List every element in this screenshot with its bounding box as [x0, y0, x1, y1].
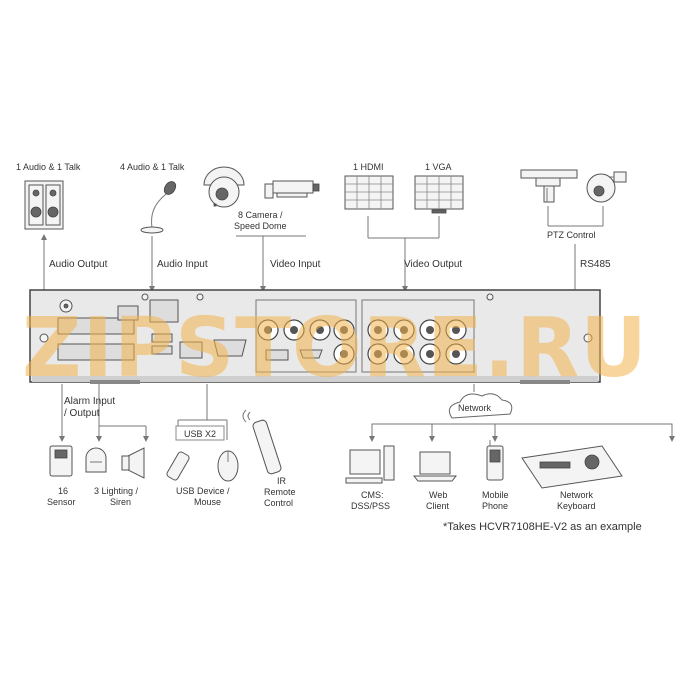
sensor-label-line1: 16	[58, 486, 68, 496]
lighting-label-line2: Siren	[110, 497, 131, 507]
lighting-label-line1: 3 Lighting /	[94, 486, 139, 496]
audio-talk-4-label: 4 Audio & 1 Talk	[120, 162, 185, 172]
vga-monitor-icon	[414, 175, 464, 214]
bnc-pin	[400, 326, 408, 334]
sensor-icon	[49, 445, 73, 477]
sensor-label-line2: Sensor	[47, 497, 76, 507]
bnc-pin	[316, 326, 324, 334]
hdmi-label: 1 HDMI	[353, 162, 384, 172]
bnc-pin	[400, 350, 408, 358]
mobile-label-line1: Mobile	[482, 490, 509, 500]
alarm-terminal-block	[57, 317, 135, 361]
usb-x2-label: USB X2	[184, 429, 216, 439]
keyboard-label-line2: Keyboard	[557, 501, 596, 511]
usb-device-label-line2: Mouse	[194, 497, 221, 507]
usb-device-label-line1: USB Device /	[176, 486, 230, 496]
bnc-pin	[452, 326, 460, 334]
bnc-pin	[374, 350, 382, 358]
cms-label-line1: CMS:	[361, 490, 384, 500]
mobile-label-line2: Phone	[482, 501, 508, 511]
speed-dome-icon	[203, 166, 245, 208]
bnc-pin	[340, 326, 348, 334]
network-cloud-icon	[448, 393, 513, 419]
pc-icon	[345, 445, 395, 484]
mouse-icon	[217, 450, 239, 482]
rj45-port	[149, 299, 203, 359]
lighting-icon	[85, 447, 107, 473]
microphone-icon	[140, 181, 177, 234]
vga-port	[213, 339, 247, 357]
bnc-pin	[374, 326, 382, 334]
vga-label: 1 VGA	[425, 162, 452, 172]
audio-output-label: Audio Output	[49, 259, 108, 270]
hdmi-port	[265, 349, 323, 361]
video-output-label: Video Output	[404, 259, 462, 270]
usb-port	[151, 333, 173, 355]
network-label: Network	[458, 403, 492, 413]
cms-label-line2: DSS/PSS	[351, 501, 390, 511]
speaker-icon	[24, 180, 64, 230]
bnc-pin	[264, 326, 272, 334]
alarm-label-line2: / Output	[64, 408, 100, 419]
bnc-pin	[426, 350, 434, 358]
hdmi-monitor-icon	[344, 175, 394, 210]
bnc-pin	[452, 350, 460, 358]
siren-icon	[121, 447, 145, 479]
keyboard-label-line1: Network	[560, 490, 594, 500]
laptop-icon	[412, 451, 458, 482]
box-camera-icon	[264, 180, 320, 199]
ir-label-line3: Control	[264, 498, 293, 508]
camera-label-line2: Speed Dome	[234, 221, 287, 231]
audio-terminal-block	[117, 305, 139, 321]
camera-label-line1: 8 Camera /	[238, 210, 283, 220]
audio-talk-1-label: 1 Audio & 1 Talk	[16, 162, 81, 172]
ptz-dome-icon	[586, 171, 627, 203]
mobile-phone-icon	[486, 440, 504, 481]
usb-stick-icon	[166, 451, 190, 481]
bnc-pin	[426, 326, 434, 334]
footnote: *Takes HCVR7108HE-V2 as an example	[443, 521, 642, 533]
ir-label-line1: IR	[277, 476, 287, 486]
ir-label-line2: Remote	[264, 487, 296, 497]
dvr-rear-panel	[29, 289, 601, 384]
web-label-line1: Web	[429, 490, 447, 500]
alarm-label-line1: Alarm Input	[64, 396, 115, 407]
video-input-label: Video Input	[270, 259, 321, 270]
top-connectors	[41, 206, 604, 292]
audio-input-label: Audio Input	[157, 259, 208, 270]
web-label-line2: Client	[426, 501, 450, 511]
ir-remote-icon	[242, 409, 282, 475]
rs485-label: RS485	[580, 259, 611, 270]
watermark-text: ZIPSTORE.RU	[22, 301, 648, 396]
ptz-camera-icon	[520, 169, 578, 203]
ptz-label: PTZ Control	[547, 230, 596, 240]
network-keyboard-icon	[521, 445, 623, 489]
bnc-pin	[290, 326, 298, 334]
bnc-pin	[340, 350, 348, 358]
